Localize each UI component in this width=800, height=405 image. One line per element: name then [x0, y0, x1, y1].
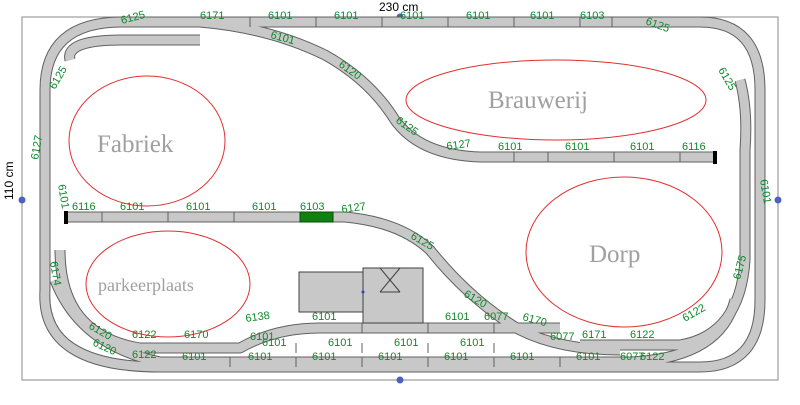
track-label: 6171 — [200, 10, 224, 22]
track-label: 6101 — [445, 311, 469, 323]
track-label: 6101 — [466, 10, 490, 22]
track-label: 6101 — [576, 351, 600, 363]
track-label: 6101 — [444, 351, 468, 363]
zone-parkeerplaats-outline[interactable] — [85, 230, 251, 338]
track-label: 6103 — [580, 10, 604, 22]
track-label: 6122 — [132, 329, 156, 341]
buffer-stops — [64, 151, 717, 224]
zone-label-brouwerij: Brauwerij — [488, 87, 588, 114]
track-label: 6122 — [640, 351, 664, 363]
track-label: 6101 — [55, 183, 71, 209]
zone-brouwerij-outline[interactable] — [405, 59, 707, 141]
track-layer — [39, 16, 766, 373]
track-label: 6101 — [120, 201, 144, 213]
track-label: 6101 — [334, 10, 358, 22]
track-label: 6101 — [312, 351, 336, 363]
track-label: 6101 — [248, 351, 272, 363]
track-label: 6116 — [72, 201, 96, 213]
track-label: 6171 — [582, 329, 606, 341]
anchor-bottom[interactable] — [396, 376, 404, 384]
zone-dorp-outline[interactable] — [525, 176, 723, 328]
track-label: 6122 — [630, 329, 654, 341]
track-label: 6101 — [378, 351, 402, 363]
track-label: 6101 — [182, 351, 206, 363]
track-number-labels: 6125 6171 6101 6101 6101 6101 6101 6103 … — [29, 9, 773, 363]
track-label: 6101 — [460, 337, 484, 349]
track-label: 6101 — [250, 331, 274, 343]
zone-label-dorp: Dorp — [589, 241, 640, 268]
zone-label-parkeerplaats: parkeerplaats — [98, 275, 194, 295]
track-label: 6101 — [498, 141, 522, 153]
track-label: 6101 — [252, 201, 276, 213]
track-label: 6101 — [530, 10, 554, 22]
highlight-track-6103[interactable] — [299, 211, 334, 223]
track-label: 6174 — [47, 260, 63, 286]
track-label: 6077 — [484, 311, 508, 323]
station-building[interactable] — [298, 267, 424, 324]
track-label: 6120 — [462, 288, 489, 311]
track-label: 6125 — [715, 66, 738, 93]
track-label: 6101 — [269, 29, 296, 47]
track-label: 6101 — [328, 337, 352, 349]
track-label: 6077 — [550, 331, 574, 343]
track-label: 6101 — [262, 337, 286, 349]
zone-label-fabriek: Fabriek — [97, 131, 174, 158]
track-label: 6101 — [757, 178, 773, 204]
track-label: 6101 — [630, 141, 654, 153]
track-label: 6101 — [394, 337, 418, 349]
track-label: 6101 — [186, 201, 210, 213]
track-label: 6127 — [341, 201, 367, 216]
zone-fabriek-outline[interactable] — [68, 75, 226, 207]
dimension-width-label: 230 cm — [379, 0, 419, 14]
track-label: 6170 — [184, 329, 208, 341]
track-label: 6122 — [132, 349, 156, 361]
anchor-left[interactable] — [18, 196, 26, 204]
anchor-right[interactable] — [774, 196, 782, 204]
dimension-height-label: 110 cm — [2, 161, 16, 200]
track-label: 6116 — [682, 141, 706, 153]
track-label: 6101 — [565, 141, 589, 153]
track-label: 6101 — [312, 311, 336, 323]
buffer-stop-left — [64, 211, 68, 224]
buffer-stop-top — [713, 151, 717, 164]
track-label: 6127 — [29, 134, 45, 160]
track-label: 6101 — [400, 10, 424, 22]
track-label: 6103 — [300, 201, 324, 213]
track-label: 6077 — [620, 351, 644, 363]
track-label: 6122 — [681, 302, 708, 325]
track-label: 6101 — [510, 351, 534, 363]
track-label: 6138 — [245, 310, 271, 325]
track-label: 6127 — [446, 138, 472, 153]
track-label: 6101 — [268, 10, 292, 22]
